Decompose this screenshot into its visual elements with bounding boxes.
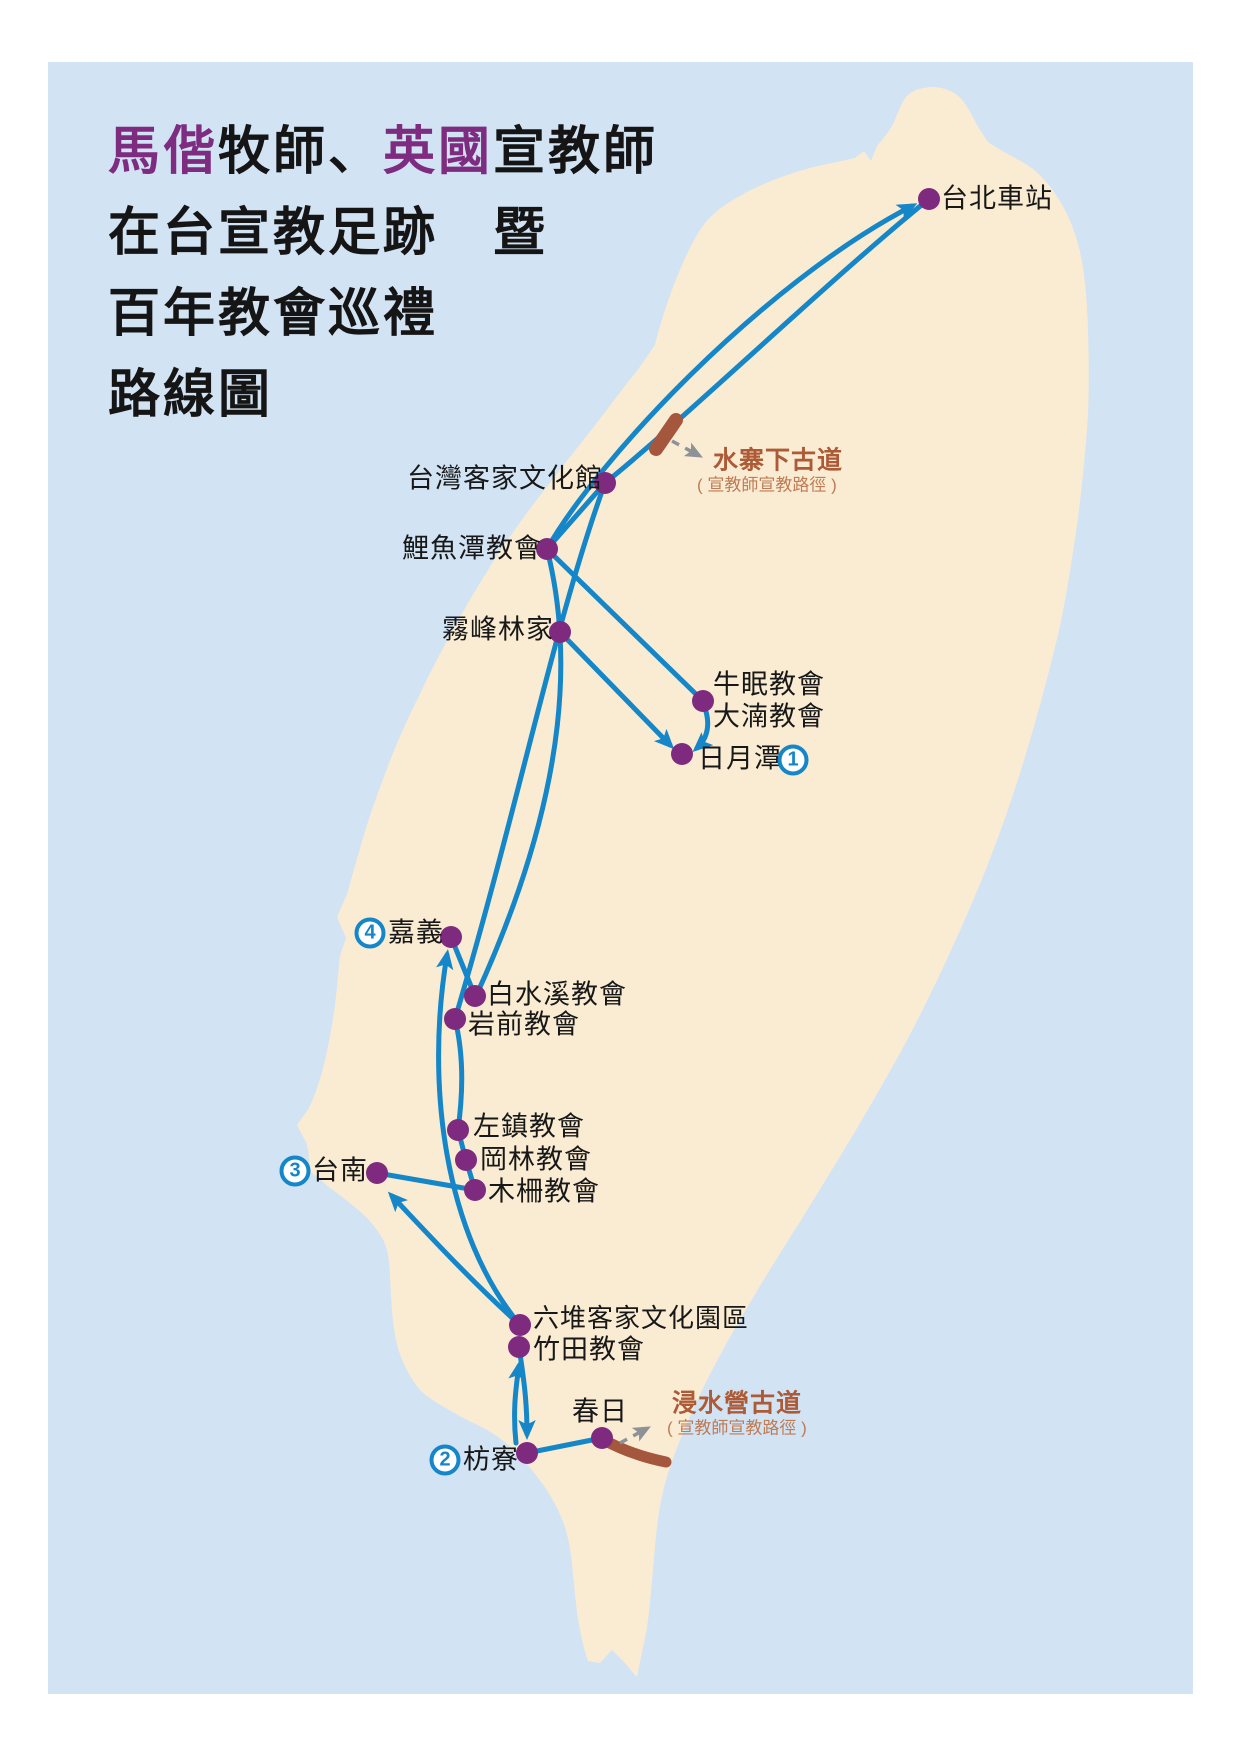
label-taipei-station: 台北車站 [941,183,1053,214]
title-line-4: 路線圖 [108,367,274,424]
dot-liyutan [536,538,558,560]
label-chiayi: 嘉義 [388,917,444,948]
dot-liudui [509,1314,531,1336]
label-danan: 大湳教會 [713,701,825,732]
route-hakkahall-yanqian [452,480,608,1022]
route-liudui-tainan [387,1191,523,1328]
dot-chiayi [440,926,462,948]
shuizhaixia-pointer-arrow [671,439,703,458]
title-line-2: 在台宣教足跡 暨 [108,205,549,262]
dot-wufeng-lin [549,621,571,643]
route-hakkahall-liyutan [544,480,608,552]
route-muzha-tainan [374,1170,478,1193]
label-liudui: 六堆客家文化園區 [533,1304,750,1333]
route-liyutan-baishuixi [473,546,564,999]
label-chunri: 春日 [572,1396,628,1427]
label-sun-moon-lake: 日月潭 [698,743,782,774]
label-liyutan: 鯉魚潭教會 [402,533,542,564]
stop-badge-3: 3 [279,1155,311,1187]
dot-zuozhen [447,1119,469,1141]
label-shuizhaixia-trail: 水寨下古道 [713,446,844,475]
label-zhutian: 竹田教會 [533,1334,645,1365]
dot-yanqian [444,1008,466,1030]
dot-sun-moon-lake [671,743,693,765]
dot-zhutian [508,1336,530,1358]
route-lines [374,196,932,1456]
location-dots [366,188,940,1464]
stop-badge-1: 1 [777,744,809,776]
label-baishuixi: 白水溪教會 [487,979,627,1010]
stop-badge-4: 4 [354,917,386,949]
title-accent-mackay: 馬偕 [108,124,219,181]
jinshuiying-pointer-arrow [619,1426,651,1445]
shuizhaixia-trail-mark [649,413,683,456]
route-taipei-hakkahall [602,196,932,486]
dot-hakka-hall [594,472,616,494]
route-fangliao-chunri [524,1435,605,1456]
route-liudui-chiayi [436,949,523,1328]
label-fangliao: 枋寮 [463,1444,519,1475]
dot-muzha [464,1179,486,1201]
map-title: 馬偕牧師、英國宣教師 在台宣教足跡 暨 百年教會巡禮 路線圖 [108,112,658,436]
title-text-1: 牧師、 [218,124,384,181]
label-yanqian: 岩前教會 [468,1009,580,1040]
dot-niumian [692,690,714,712]
title-accent-england: 英國 [383,124,494,181]
route-fangliao-zhutian [508,1360,526,1446]
title-line-3: 百年教會巡禮 [108,286,439,343]
label-zuozhen: 左鎮教會 [473,1111,585,1142]
pointer-arrows [619,439,703,1445]
route-return-taipei [544,203,918,552]
title-line-1: 馬偕牧師、英國宣教師 [108,112,658,193]
label-muzha: 木柵教會 [488,1176,600,1207]
label-jinshuiying-trail: 浸水營古道 [672,1389,803,1418]
dot-chunri [591,1427,613,1449]
dot-baishuixi [464,985,486,1007]
label-hakka-hall: 台灣客家文化館 [407,463,603,494]
label-jinshuiying-sub: ( 宣教師宣教路徑 ) [667,1418,807,1438]
label-wufeng-lin: 霧峰林家 [442,614,554,645]
label-shuizhaixia-sub: ( 宣教師宣教路徑 ) [697,475,837,495]
dot-tainan [366,1162,388,1184]
stop-badge-2: 2 [429,1444,461,1476]
dot-fangliao [516,1442,538,1464]
dot-ganglin [455,1149,477,1171]
label-ganglin: 岡林教會 [480,1144,592,1175]
dot-taipei-station [918,188,940,210]
route-wufeng-sunmoonlake [557,629,675,750]
taiwan-island-shape [297,87,1089,1677]
title-text-2: 宣教師 [493,124,659,181]
label-niumian: 牛眠教會 [713,669,825,700]
label-tainan: 台南 [312,1155,368,1186]
